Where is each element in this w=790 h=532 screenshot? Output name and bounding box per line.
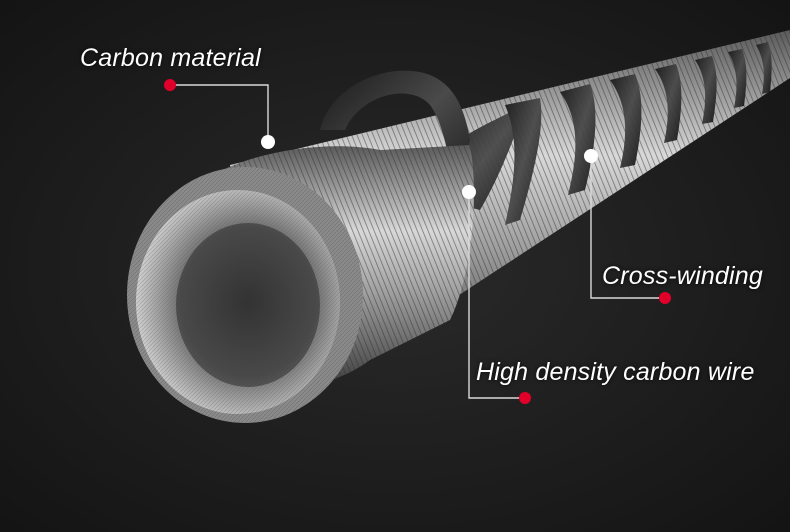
- high-density-white-marker: [462, 185, 476, 199]
- high-density-red-marker: [519, 392, 531, 404]
- high-density-carbon-wire-label: High density carbon wire: [476, 358, 755, 386]
- carbon-material-red-marker: [164, 79, 176, 91]
- cross-winding-red-marker: [659, 292, 671, 304]
- carbon-material-white-marker: [261, 135, 275, 149]
- cross-winding-label: Cross-winding: [602, 262, 763, 290]
- loose-carbon-strip: [320, 70, 470, 210]
- leader-lines: [170, 84, 665, 399]
- cross-winding-bands: [445, 42, 772, 225]
- cross-winding-white-marker: [584, 149, 598, 163]
- carbon-material-label: Carbon material: [80, 44, 261, 72]
